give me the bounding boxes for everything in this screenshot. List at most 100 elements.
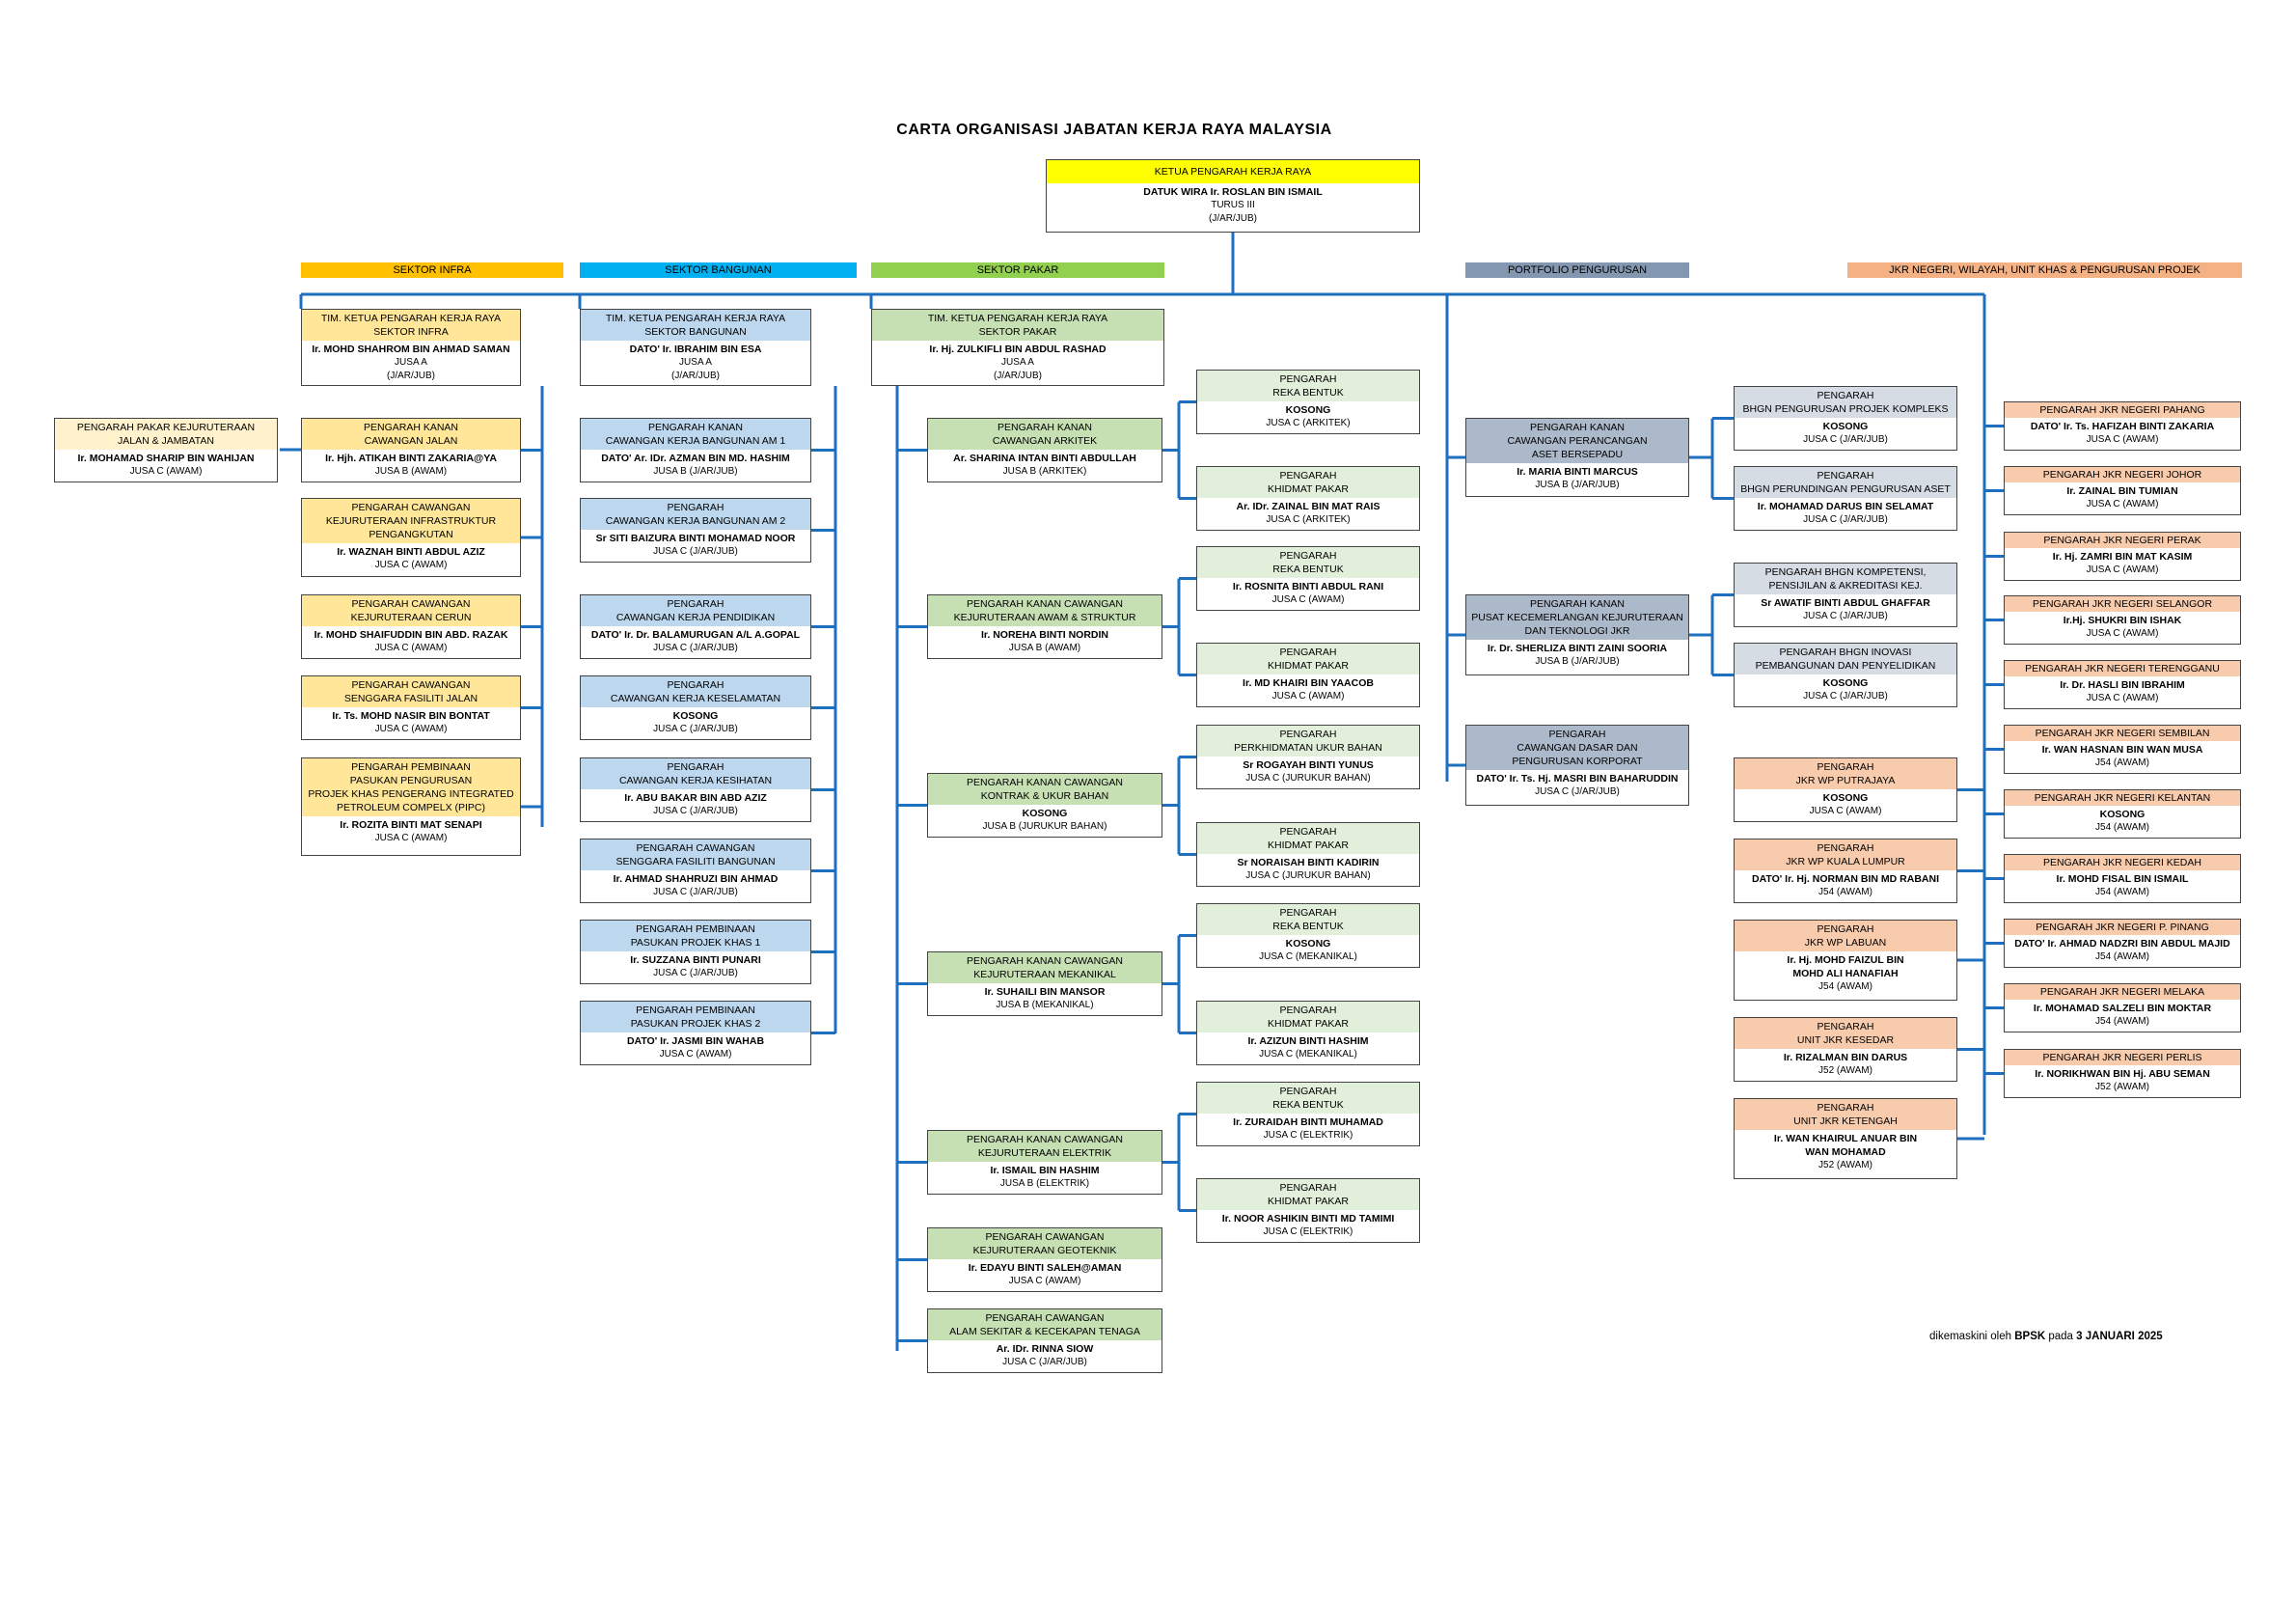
position-grade: JUSA C (AWAM) (2086, 628, 2159, 639)
officer-name: Sr ROGAYAH BINTI YUNUS (1243, 759, 1374, 771)
officer-name: Ir. SUZZANA BINTI PUNARI (630, 954, 761, 966)
position-grade: JUSA C (J/AR/JUB) (653, 546, 738, 557)
officer-name: Sr NORAISAH BINTI KADIRIN (1237, 857, 1380, 868)
position-grade: J54 (AWAM) (2095, 1016, 2149, 1027)
officer-name: Ir. Dr. SHERLIZA BINTI ZAINI SOORIA (1487, 643, 1668, 654)
update-note: dikemaskini oleh BPSK pada 3 JANUARI 202… (1929, 1331, 2163, 1342)
officer-name: Ir. SUHAILI BIN MANSOR (984, 986, 1106, 998)
officer-name: KOSONG (672, 710, 719, 722)
position-grade: JUSA C (AWAM) (374, 560, 448, 570)
position-kompetensi[interactable]: PENGARAH BHGN KOMPETENSI,PENSIJILAN & AK… (1734, 563, 1957, 627)
position-title: PENGARAH JKR NEGERI SEMBILAN (2005, 726, 2240, 741)
officer-name: Ir. ISMAIL BIN HASHIM (990, 1165, 1100, 1176)
officer-name: Ar. SHARINA INTAN BINTI ABDULLAH (953, 453, 1136, 464)
sector-pakar-label: SEKTOR PAKAR (871, 262, 1164, 278)
position-grade: (J/AR/JUB) (1209, 213, 1257, 224)
officer-name: Ir. NORIKHWAN BIN Hj. ABU SEMAN (2035, 1068, 2210, 1080)
position-grade: J52 (AWAM) (2095, 1082, 2149, 1092)
position-title: PENGARAH JKR NEGERI PERAK (2005, 533, 2240, 548)
position-grade: JUSA C (J/AR/JUB) (653, 806, 738, 816)
position-grade: JUSA C (AWAM) (374, 643, 448, 653)
officer-name: Ir. NOOR ASHIKIN BINTI MD TAMIMI (1221, 1213, 1395, 1225)
chart-title: CARTA ORGANISASI JABATAN KERJA RAYA MALA… (896, 122, 1332, 138)
officer-name: Ir. Hjh. ATIKAH BINTI ZAKARIA@YA (325, 453, 497, 464)
position-grade: JUSA C (J/AR/JUB) (1535, 786, 1620, 797)
position-grade: JUSA C (J/AR/JUB) (1803, 514, 1888, 525)
position-grade: JUSA C (J/AR/JUB) (1002, 1357, 1087, 1367)
position-grade: JUSA C (AWAM) (659, 1049, 732, 1060)
position-grade: JUSA C (MEKANIKAL) (1259, 1049, 1357, 1060)
position-grade: J54 (AWAM) (2095, 951, 2149, 962)
